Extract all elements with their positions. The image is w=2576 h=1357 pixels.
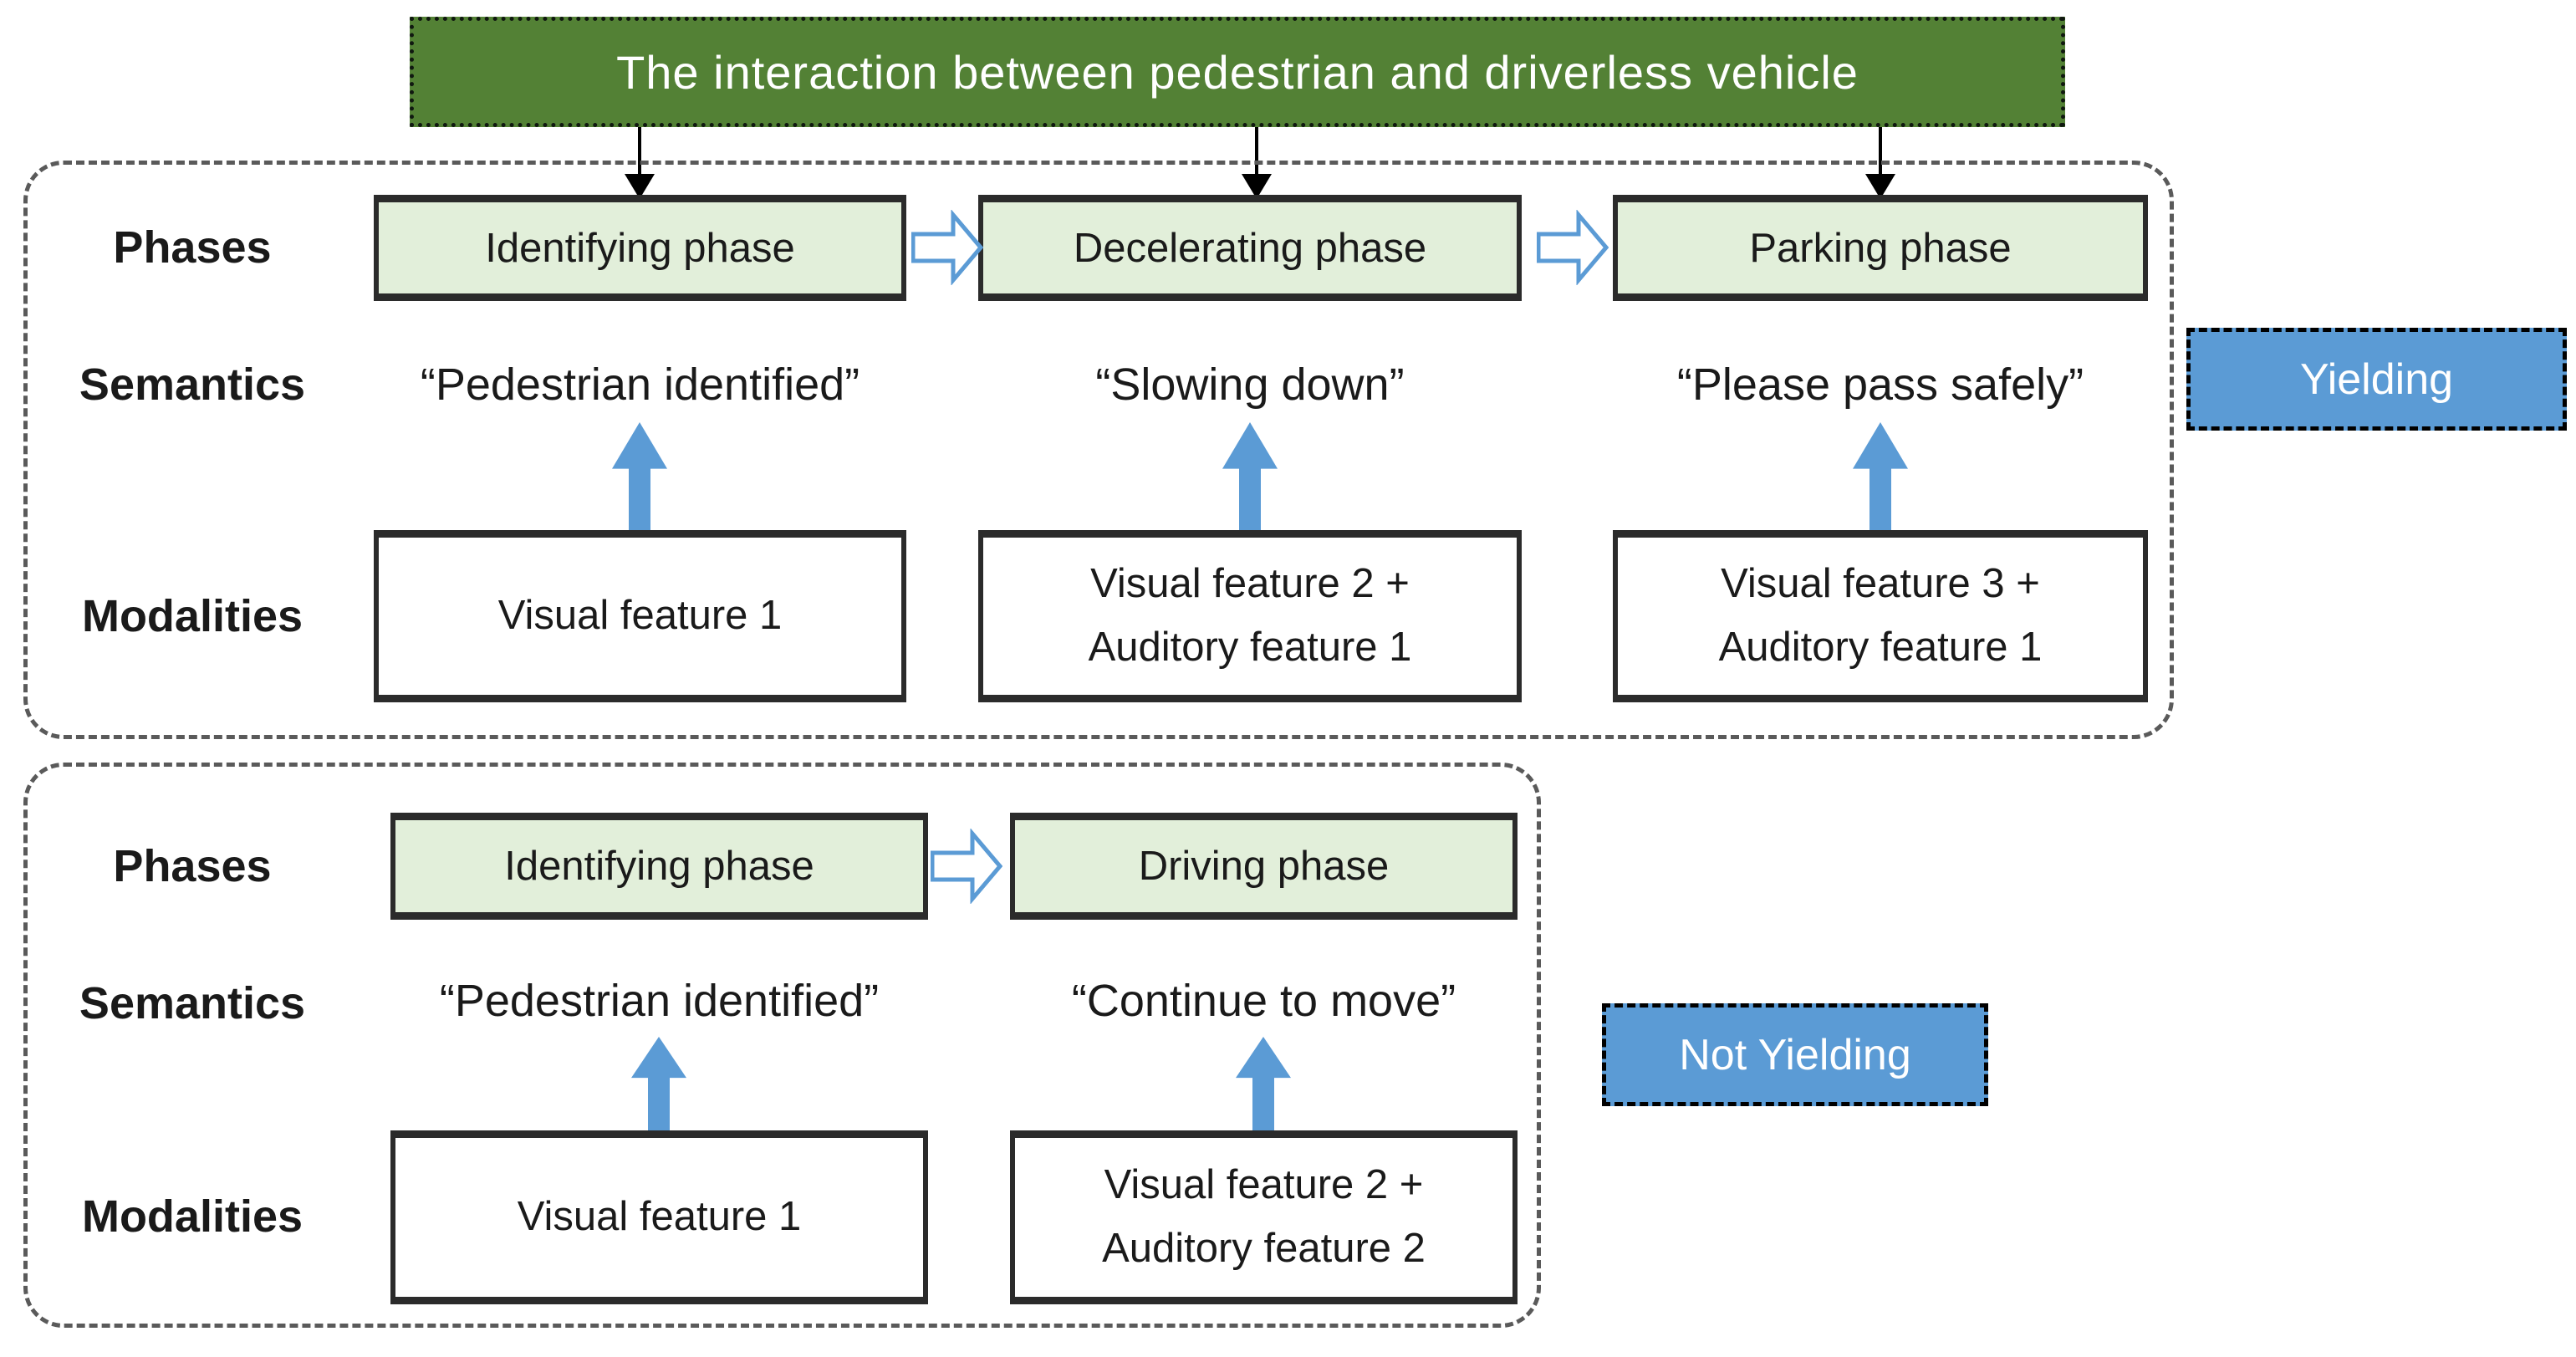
modalities-row-label: Modalities bbox=[81, 1191, 304, 1242]
phase-box-identifying: Identifying phase bbox=[390, 813, 928, 920]
modality-box-visual3-auditory1: Visual feature 3 + Auditory feature 1 bbox=[1613, 530, 2148, 702]
modality-box-visual-feature-1: Visual feature 1 bbox=[390, 1130, 928, 1304]
not-yielding-badge: Not Yielding bbox=[1602, 1003, 1988, 1106]
semantic-text-please-pass-safely: “Please pass safely” bbox=[1676, 360, 2084, 410]
phase-box-parking: Parking phase bbox=[1613, 195, 2148, 301]
title-text: The interaction between pedestrian and d… bbox=[616, 45, 1859, 99]
yielding-section-container bbox=[23, 161, 2174, 739]
semantic-text-continue-to-move: “Continue to move” bbox=[1071, 976, 1456, 1026]
up-arrow-icon bbox=[631, 1037, 686, 1132]
modality-box-visual2-auditory1: Visual feature 2 + Auditory feature 1 bbox=[978, 530, 1522, 702]
semantics-row-label: Semantics bbox=[79, 978, 306, 1028]
semantic-text-slowing-down: “Slowing down” bbox=[1095, 360, 1405, 410]
phase-box-driving: Driving phase bbox=[1010, 813, 1518, 920]
modalities-row-label: Modalities bbox=[81, 591, 304, 641]
phase-box-decelerating: Decelerating phase bbox=[978, 195, 1522, 301]
right-arrow-icon bbox=[1537, 210, 1609, 285]
phases-row-label: Phases bbox=[113, 841, 272, 891]
up-arrow-icon bbox=[1853, 422, 1908, 530]
modality-box-visual-feature-1: Visual feature 1 bbox=[374, 530, 906, 702]
yielding-badge: Yielding bbox=[2186, 328, 2567, 431]
right-arrow-icon bbox=[911, 210, 983, 285]
up-arrow-icon bbox=[612, 422, 667, 530]
semantics-row-label: Semantics bbox=[79, 360, 306, 410]
up-arrow-icon bbox=[1236, 1037, 1291, 1132]
phases-row-label: Phases bbox=[113, 222, 272, 273]
phase-box-identifying: Identifying phase bbox=[374, 195, 906, 301]
up-arrow-icon bbox=[1222, 422, 1278, 530]
not-yielding-section-container bbox=[23, 763, 1541, 1328]
title-banner: The interaction between pedestrian and d… bbox=[410, 17, 2065, 127]
semantic-text-pedestrian-identified: “Pedestrian identified” bbox=[420, 360, 860, 410]
modality-box-visual2-auditory2: Visual feature 2 + Auditory feature 2 bbox=[1010, 1130, 1518, 1304]
right-arrow-icon bbox=[931, 829, 1002, 904]
semantic-text-pedestrian-identified: “Pedestrian identified” bbox=[439, 976, 880, 1026]
